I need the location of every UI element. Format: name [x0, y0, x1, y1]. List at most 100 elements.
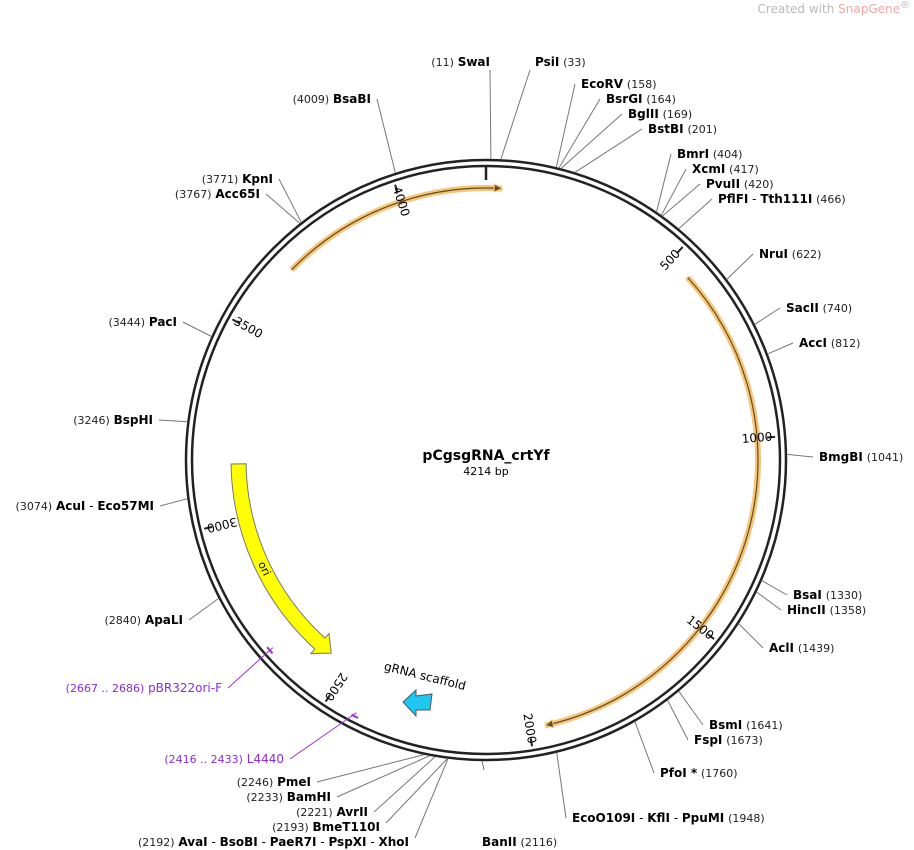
- site-label-avai[interactable]: (2192) AvaI - BsoBI - PaeR7I - PspXI - X…: [138, 835, 409, 849]
- site-bmet110i[interactable]: (2193) BmeT110I: [272, 758, 448, 835]
- site-bsai[interactable]: BsaI (1330): [761, 580, 862, 602]
- site-paci[interactable]: (3444) PacI: [108, 315, 212, 337]
- site-label-acc65i[interactable]: (3767) Acc65I: [175, 187, 260, 201]
- site-label-psii[interactable]: PsiI (33): [535, 55, 586, 69]
- site-label-paci[interactable]: (3444) PacI: [108, 315, 177, 329]
- site-label-bsmi[interactable]: BsmI (1641): [709, 718, 783, 732]
- site-pfoi[interactable]: PfoI * (1760): [634, 721, 738, 780]
- site-leader-bglii: [560, 113, 623, 169]
- site-fspi[interactable]: FspI (1673): [667, 699, 763, 747]
- site-xcmi[interactable]: XcmI (417): [660, 162, 759, 216]
- site-leader-acli: [738, 623, 764, 649]
- site-leader-bsmi: [678, 690, 704, 726]
- site-label-ecorv[interactable]: EcoRV (158): [581, 77, 657, 91]
- site-ecorv[interactable]: EcoRV (158): [555, 77, 657, 168]
- separator: -: [748, 192, 760, 206]
- site-label-kpni[interactable]: (3771) KpnI: [202, 172, 273, 186]
- ori-feature[interactable]: [230, 463, 332, 655]
- orange-arc-right[interactable]: [544, 276, 759, 727]
- enzyme-name: HincII: [787, 603, 826, 617]
- site-apali[interactable]: (2840) ApaLI: [105, 597, 219, 627]
- site-bsabi[interactable]: (4009) BsaBI: [293, 92, 396, 174]
- site-label-bsrgi[interactable]: BsrGI (164): [606, 92, 676, 106]
- site-leader-bmri: [656, 153, 672, 213]
- site-label-bsai[interactable]: BsaI (1330): [793, 588, 862, 602]
- site-label-bstbi[interactable]: BstBI (201): [648, 122, 717, 136]
- site-label-bmri[interactable]: BmrI (404): [677, 147, 742, 161]
- primer-position: (2667 .. 2686): [66, 682, 145, 695]
- plasmid-name: pCgsgRNA_crtYf: [422, 448, 550, 464]
- site-leader-eco0109i: [556, 752, 567, 819]
- site-label-bmgbi[interactable]: BmgBI (1041): [819, 450, 903, 464]
- site-label-pmei[interactable]: (2246) PmeI: [237, 775, 311, 789]
- site-label-eco0109i[interactable]: EcoO109I - KflI - PpuMI (1948): [572, 811, 765, 825]
- site-label-pvuii[interactable]: PvuII (420): [706, 177, 774, 191]
- site-eco0109i[interactable]: EcoO109I - KflI - PpuMI (1948): [556, 752, 765, 825]
- primer-l4440[interactable]: (2416 .. 2433) L4440: [164, 712, 359, 766]
- site-banii[interactable]: BanII (2116): [481, 760, 557, 849]
- site-label-bsphi[interactable]: (3246) BspHI: [73, 413, 153, 427]
- enzyme-name: PvuII: [706, 177, 740, 191]
- site-position: (2193): [272, 821, 309, 834]
- site-bmgbi[interactable]: BmgBI (1041): [786, 450, 903, 464]
- site-label-prui[interactable]: NruI (622): [759, 247, 821, 261]
- site-hincii[interactable]: HincII (1358): [756, 591, 867, 617]
- site-position: (3246): [73, 414, 110, 427]
- site-label-bamhi[interactable]: (2233) BamHI: [246, 790, 331, 804]
- site-pmei[interactable]: (2246) PmeI: [237, 754, 425, 789]
- site-label-xcmi[interactable]: XcmI (417): [692, 162, 759, 176]
- site-kpni[interactable]: (3771) KpnI: [202, 172, 302, 223]
- site-leader-pflfi: [678, 198, 713, 230]
- site-acci[interactable]: AccI (812): [767, 336, 861, 355]
- separator: -: [635, 811, 647, 825]
- site-psii[interactable]: PsiI (33): [500, 55, 586, 160]
- site-bglii[interactable]: BglII (169): [560, 107, 692, 169]
- site-label-bmet110i[interactable]: (2193) BmeT110I: [272, 820, 380, 834]
- site-label-swai[interactable]: (11) SwaI: [431, 55, 490, 69]
- site-bmri[interactable]: BmrI (404): [656, 147, 743, 213]
- site-label-acui[interactable]: (3074) AcuI - Eco57MI: [16, 499, 154, 513]
- site-prui[interactable]: NruI (622): [726, 247, 822, 280]
- site-acui[interactable]: (3074) AcuI - Eco57MI: [16, 498, 188, 513]
- site-label-acci[interactable]: AccI (812): [799, 336, 860, 350]
- restriction-sites[interactable]: (11) SwaI PsiI (33) EcoRV (158)BsrGI (164)…: [16, 55, 904, 849]
- orange-arc-top[interactable]: [291, 187, 503, 271]
- site-avrii[interactable]: (2221) AvrII: [296, 756, 436, 819]
- grna-scaffold-feature[interactable]: [402, 688, 433, 718]
- site-leader-kpni: [278, 178, 302, 223]
- site-label-bglii[interactable]: BglII (169): [628, 107, 692, 121]
- site-swai[interactable]: (11) SwaI: [431, 55, 492, 160]
- site-pflfi[interactable]: PflFI - Tth111I (466): [678, 192, 846, 230]
- site-leader-bstbi: [574, 128, 643, 173]
- primer-pbr322ori-f[interactable]: (2667 .. 2686) pBR322ori-F: [66, 646, 274, 695]
- site-leader-xcmi: [660, 168, 687, 216]
- site-label-apali[interactable]: (2840) ApaLI: [105, 613, 184, 627]
- site-leader-pfoi: [634, 721, 655, 774]
- site-bsphi[interactable]: (3246) BspHI: [73, 413, 188, 427]
- site-label-acli[interactable]: AclI (1439): [769, 641, 834, 655]
- site-acli[interactable]: AclI (1439): [738, 623, 835, 655]
- primer-sites[interactable]: (2667 .. 2686) pBR322ori-F (2416 .. 2433)…: [66, 646, 359, 766]
- site-bsrgi[interactable]: BsrGI (164): [558, 92, 676, 169]
- site-bsmi[interactable]: BsmI (1641): [678, 690, 783, 732]
- primer-label-l4440[interactable]: (2416 .. 2433) L4440: [164, 752, 284, 766]
- site-pvuii[interactable]: PvuII (420): [662, 177, 774, 217]
- site-label-pfoi[interactable]: PfoI * (1760): [660, 766, 738, 780]
- site-sacii[interactable]: SacII (740): [754, 301, 853, 325]
- site-label-pflfi[interactable]: PflFI - Tth111I (466): [718, 192, 846, 206]
- site-label-hincii[interactable]: HincII (1358): [787, 603, 866, 617]
- site-bstbi[interactable]: BstBI (201): [574, 122, 717, 173]
- site-leader-swai: [489, 69, 492, 160]
- enzyme-name: BmrI: [677, 147, 709, 161]
- site-label-banii[interactable]: BanII (2116): [482, 835, 557, 849]
- site-avai[interactable]: (2192) AvaI - BsoBI - PaeR7I - PspXI - X…: [138, 758, 449, 849]
- site-label-bsabi[interactable]: (4009) BsaBI: [293, 92, 371, 106]
- site-position: (1641): [746, 719, 783, 732]
- site-label-sacii[interactable]: SacII (740): [786, 301, 852, 315]
- site-bamhi[interactable]: (2233) BamHI: [246, 755, 431, 804]
- site-position: (164): [646, 93, 676, 106]
- site-acc65i[interactable]: (3767) Acc65I: [175, 187, 301, 224]
- primer-label-pbr322ori-f[interactable]: (2667 .. 2686) pBR322ori-F: [66, 681, 222, 695]
- site-label-fspi[interactable]: FspI (1673): [694, 733, 763, 747]
- site-label-avrii[interactable]: (2221) AvrII: [296, 805, 368, 819]
